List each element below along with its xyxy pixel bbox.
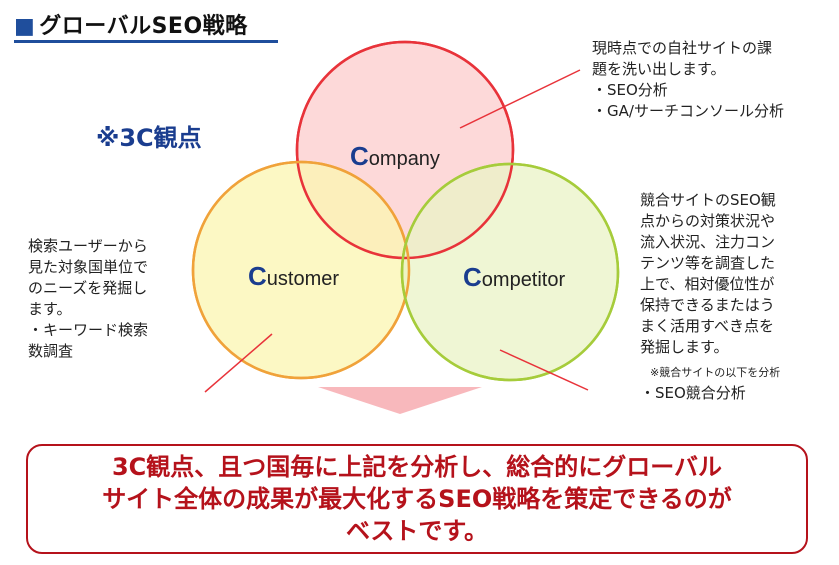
label-customer-rest: ustomer [267, 268, 340, 290]
diagram-subtitle: ※3C観点 [96, 124, 202, 152]
conclusion-box: 3C観点、且つ国毎に上記を分析し、総合的にグローバル サイト全体の成果が最大化す… [26, 444, 808, 554]
label-company-rest: ompany [369, 148, 440, 170]
label-company-initial: C [350, 141, 369, 171]
connector-customer [204, 333, 273, 393]
note-competitor-item: ・SEO競合分析 [640, 384, 746, 402]
label-competitor-rest: ompetitor [482, 269, 566, 291]
conclusion-text: 3C観点、且つ国毎に上記を分析し、総合的にグローバル サイト全体の成果が最大化す… [102, 453, 732, 545]
label-customer-initial: C [248, 261, 267, 291]
label-customer: Customer [248, 261, 339, 291]
label-company: Company [350, 141, 440, 171]
note-competitor-small: ※競合サイトの以下を分析 [650, 366, 781, 379]
title-text: グローバルSEO戦略 [39, 14, 248, 39]
label-competitor-initial: C [463, 262, 482, 292]
note-customer: 検索ユーザーから 見た対象国単位で のニーズを発掘し ます。 ・キーワード検索 … [28, 237, 149, 360]
label-competitor: Competitor [463, 262, 565, 292]
title-underline [14, 40, 278, 43]
note-competitor: 競合サイトのSEO観 点からの対策状況や 流入状況、注力コン テンツ等を調査した… [640, 191, 776, 356]
note-company: 現時点での自社サイトの課 題を洗い出します。 ・SEO分析 ・GA/サーチコンソ… [592, 39, 784, 120]
down-arrow [318, 387, 482, 414]
connector-competitor [499, 349, 589, 391]
title-marker: ■ [14, 14, 36, 39]
connector-company [459, 69, 581, 129]
page-title: ■グローバルSEO戦略 [14, 8, 278, 43]
